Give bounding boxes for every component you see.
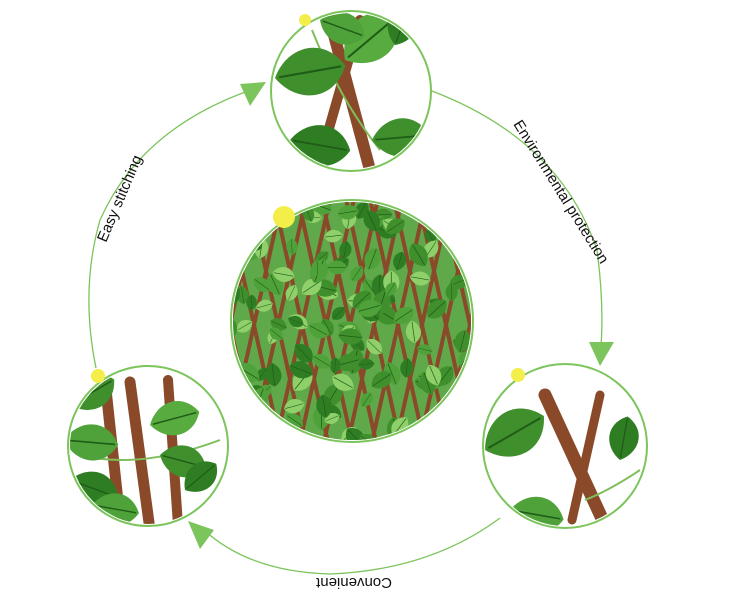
arrowhead-bottom-left <box>188 521 214 549</box>
connector-arcs <box>88 90 603 575</box>
arc-bottom <box>203 517 501 575</box>
arrowhead-top <box>240 82 266 106</box>
right-convenient-closeup-photo <box>482 363 648 529</box>
dot-top <box>299 14 311 26</box>
yellow-dot-icon <box>91 14 525 383</box>
label-environmental-protection: Environmental protection <box>510 117 612 267</box>
label-convenient: Convenient <box>315 574 392 591</box>
dot-center <box>273 206 295 228</box>
arc-top-right <box>431 90 603 359</box>
dot-right <box>511 368 525 382</box>
label-easy-stitching: Easy stitching <box>94 153 146 245</box>
arrowhead-right <box>589 342 614 366</box>
green-arrowhead-icon <box>188 82 614 549</box>
top-leaf-closeup-photo <box>270 10 432 172</box>
left-stitching-closeup-photo <box>67 365 229 527</box>
dot-left <box>91 369 105 383</box>
arc-top-left <box>88 90 249 369</box>
